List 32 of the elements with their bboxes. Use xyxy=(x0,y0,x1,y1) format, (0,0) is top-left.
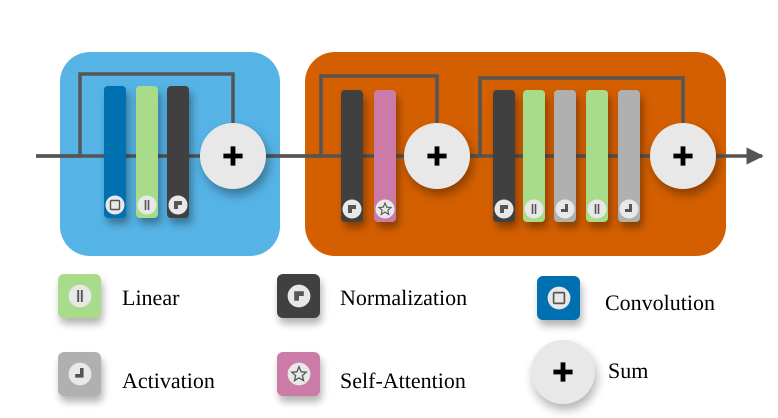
connector-line xyxy=(470,76,685,158)
block-background xyxy=(305,52,726,256)
layer-bar xyxy=(374,90,396,222)
connector-line xyxy=(716,147,764,165)
layer-bar xyxy=(586,90,608,222)
layer-bar xyxy=(618,90,640,222)
layer-bar xyxy=(341,90,363,222)
legend-label: Activation xyxy=(122,367,215,395)
connector-line xyxy=(189,154,200,158)
legend-label: Normalization xyxy=(340,284,468,312)
connector-line xyxy=(266,74,439,158)
layer-bar xyxy=(104,86,126,218)
layer-bar xyxy=(523,90,545,222)
connector-line xyxy=(515,154,523,158)
connector-line xyxy=(576,154,586,158)
connector-line xyxy=(608,154,618,158)
connector-line xyxy=(545,154,554,158)
layer-bar xyxy=(554,90,576,222)
connector-line xyxy=(36,72,235,158)
legend-label: Sum xyxy=(608,357,648,385)
legend-label: Convolution xyxy=(605,289,716,317)
connector-line xyxy=(363,154,374,158)
connector-line xyxy=(640,154,650,158)
legend-label: Linear xyxy=(122,284,180,312)
connector-line xyxy=(126,154,136,158)
connector-line xyxy=(158,154,167,158)
connector-line xyxy=(396,154,404,158)
layer-bar xyxy=(167,86,189,218)
block-background xyxy=(60,52,280,256)
layer-bar xyxy=(493,90,515,222)
layer-bar xyxy=(136,86,158,218)
legend-label: Self-Attention xyxy=(340,367,466,395)
